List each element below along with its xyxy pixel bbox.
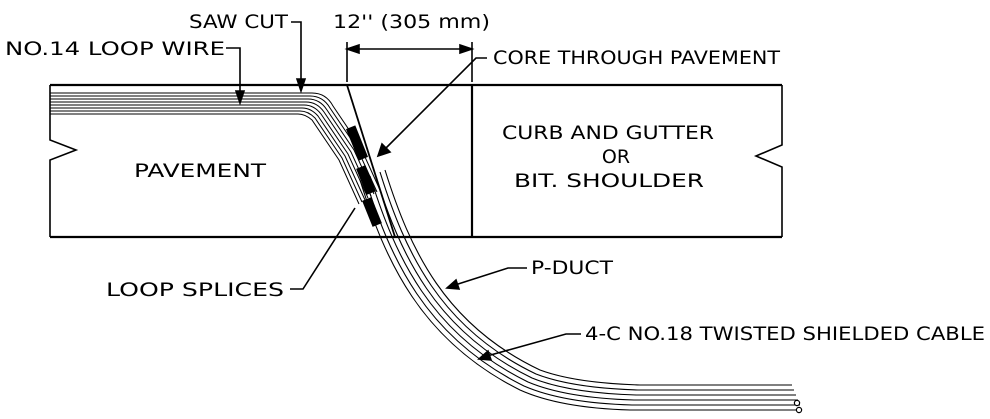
- saw-cut-leader: [291, 21, 302, 84]
- cable-end-caps: [793, 399, 803, 414]
- p-duct-leader-arrow: [445, 278, 461, 290]
- loop-splices: [345, 125, 382, 227]
- curb-or-label: OR: [602, 146, 630, 168]
- left-break-line: [49, 85, 79, 237]
- cable-end-cap: [793, 399, 801, 407]
- bit-shoulder-label: BIT. SHOULDER: [514, 170, 704, 192]
- loop-splice: [345, 125, 369, 161]
- loop-wire-bundle: [50, 92, 381, 205]
- loop-splices-label: LOOP SPLICES: [106, 279, 284, 301]
- pavement-label: PAVEMENT: [134, 160, 267, 182]
- dimension-marker: [344, 42, 475, 82]
- cable-leader-arrow: [477, 349, 493, 361]
- p-duct-label: P-DUCT: [531, 257, 613, 279]
- pavement-slab: [50, 83, 782, 239]
- dimension-arrow-right: [459, 43, 475, 55]
- cable-end-cap: [795, 406, 803, 414]
- core-leader: [383, 57, 487, 151]
- dimension-arrow-left: [344, 43, 360, 55]
- p-duct-leader: [454, 267, 527, 286]
- loop-splice: [356, 165, 376, 195]
- leaders: [226, 21, 581, 361]
- p-duct-cable: [359, 169, 800, 411]
- cable-leader: [486, 333, 581, 357]
- core-through-pavement-label: CORE THROUGH PAVEMENT: [493, 47, 780, 69]
- cable-label: 4-C NO.18 TWISTED SHIELDED CABLE: [585, 323, 985, 345]
- loop-wire-leader-arrow: [234, 90, 246, 106]
- loop-wire-label: NO.14 LOOP WIRE: [5, 38, 225, 60]
- saw-cut-leader-arrow: [295, 78, 307, 94]
- saw-cut-label: SAW CUT: [189, 11, 288, 33]
- core-leader-arrow: [376, 142, 392, 158]
- loop-splice: [362, 197, 382, 227]
- dimension-label: 12'' (305 mm): [333, 11, 490, 33]
- curb-gutter-label: CURB AND GUTTER: [502, 122, 714, 144]
- loop-splices-leader: [290, 207, 356, 290]
- right-break-line: [753, 85, 783, 237]
- loop-wire-leader: [226, 47, 241, 95]
- core-edge-line: [346, 84, 396, 238]
